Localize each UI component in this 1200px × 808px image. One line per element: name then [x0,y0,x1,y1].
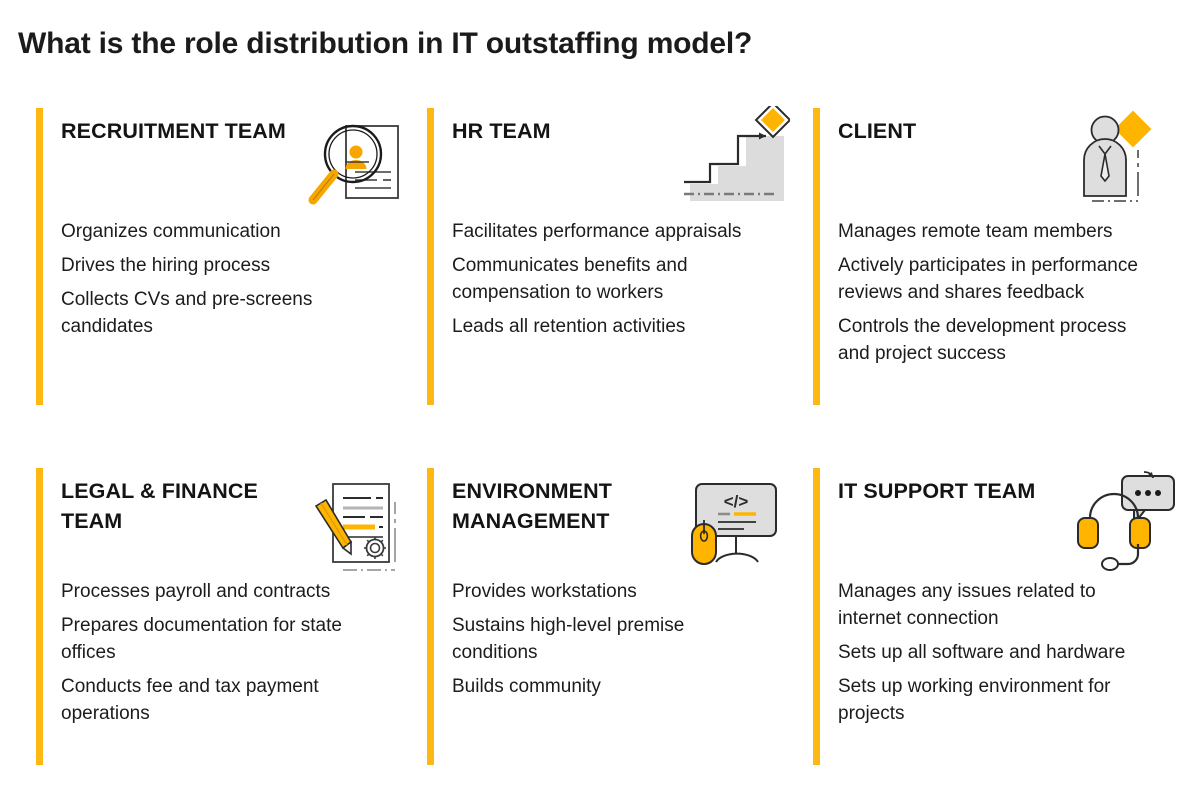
contract-pencil-seal-icon [299,476,409,586]
card-item-list: Processes payroll and contracts Prepares… [61,578,371,727]
accent-bar [427,468,434,765]
list-item: Facilitates performance appraisals [452,221,742,242]
role-card-environment-management: ENVIRONMENT MANAGEMENT </> Provides work… [427,468,802,808]
list-item: Drives the hiring process [61,255,271,276]
card-item-list: Organizes communication Drives the hirin… [61,218,371,340]
accent-bar [36,108,43,405]
list-item: Sets up all software and hardware [838,642,1126,663]
card-heading: ENVIRONMENT MANAGEMENT [452,479,612,533]
card-item-list: Manages any issues related to internet c… [838,578,1148,727]
accent-bar [36,468,43,765]
role-cards-grid: RECRUITMENT TEAM Organizes communication… [0,66,1200,786]
monitor-code-mouse-icon: </> [678,474,788,584]
role-card-recruitment-team: RECRUITMENT TEAM Organizes communication… [36,108,411,448]
list-item: Prepares documentation for state offices [61,615,342,663]
list-item: Sets up working environment for projects [838,676,1111,724]
list-item: Builds community [452,676,601,697]
card-heading: HR TEAM [452,119,551,143]
card-item-list: Facilitates performance appraisals Commu… [452,218,762,340]
list-item: Conducts fee and tax payment operations [61,676,319,724]
role-card-legal-finance-team: LEGAL & FINANCE TEAM [36,468,411,808]
list-item: Processes payroll and contracts [61,581,331,602]
role-card-client: CLIENT Manages remote team members Activ… [813,108,1188,448]
stairs-growth-icon [680,101,792,216]
list-item: Organizes communication [61,221,281,242]
page-title: What is the role distribution in IT outs… [18,27,753,61]
list-item: Communicates benefits and compensation t… [452,255,688,303]
list-item: Provides workstations [452,581,637,602]
list-item: Manages remote team members [838,221,1113,242]
businessperson-icon [1072,102,1182,212]
card-heading: CLIENT [838,119,917,143]
accent-bar [813,108,820,405]
role-card-hr-team: HR TEAM Facilitates performance appraisa… [427,101,802,448]
list-item: Actively participates in performance rev… [838,255,1138,303]
role-card-it-support-team: IT SUPPORT TEAM Manages any issues relat… [813,468,1188,808]
card-heading: RECRUITMENT TEAM [61,119,286,143]
list-item: Collects CVs and pre-screens candidates [61,289,313,337]
card-item-list: Manages remote team members Actively par… [838,218,1148,367]
accent-bar [813,468,820,765]
card-heading: LEGAL & FINANCE TEAM [61,479,258,533]
headset-chat-icon [1072,466,1182,576]
magnifier-cv-icon [299,116,409,226]
list-item: Controls the development process and pro… [838,316,1127,364]
svg-text:</>: </> [724,492,749,511]
card-item-list: Provides workstations Sustains high-leve… [452,578,762,700]
card-heading: IT SUPPORT TEAM [838,479,1036,503]
list-item: Leads all retention activities [452,316,686,337]
list-item: Sustains high-level premise conditions [452,615,685,663]
list-item: Manages any issues related to internet c… [838,581,1096,629]
accent-bar [427,108,434,405]
